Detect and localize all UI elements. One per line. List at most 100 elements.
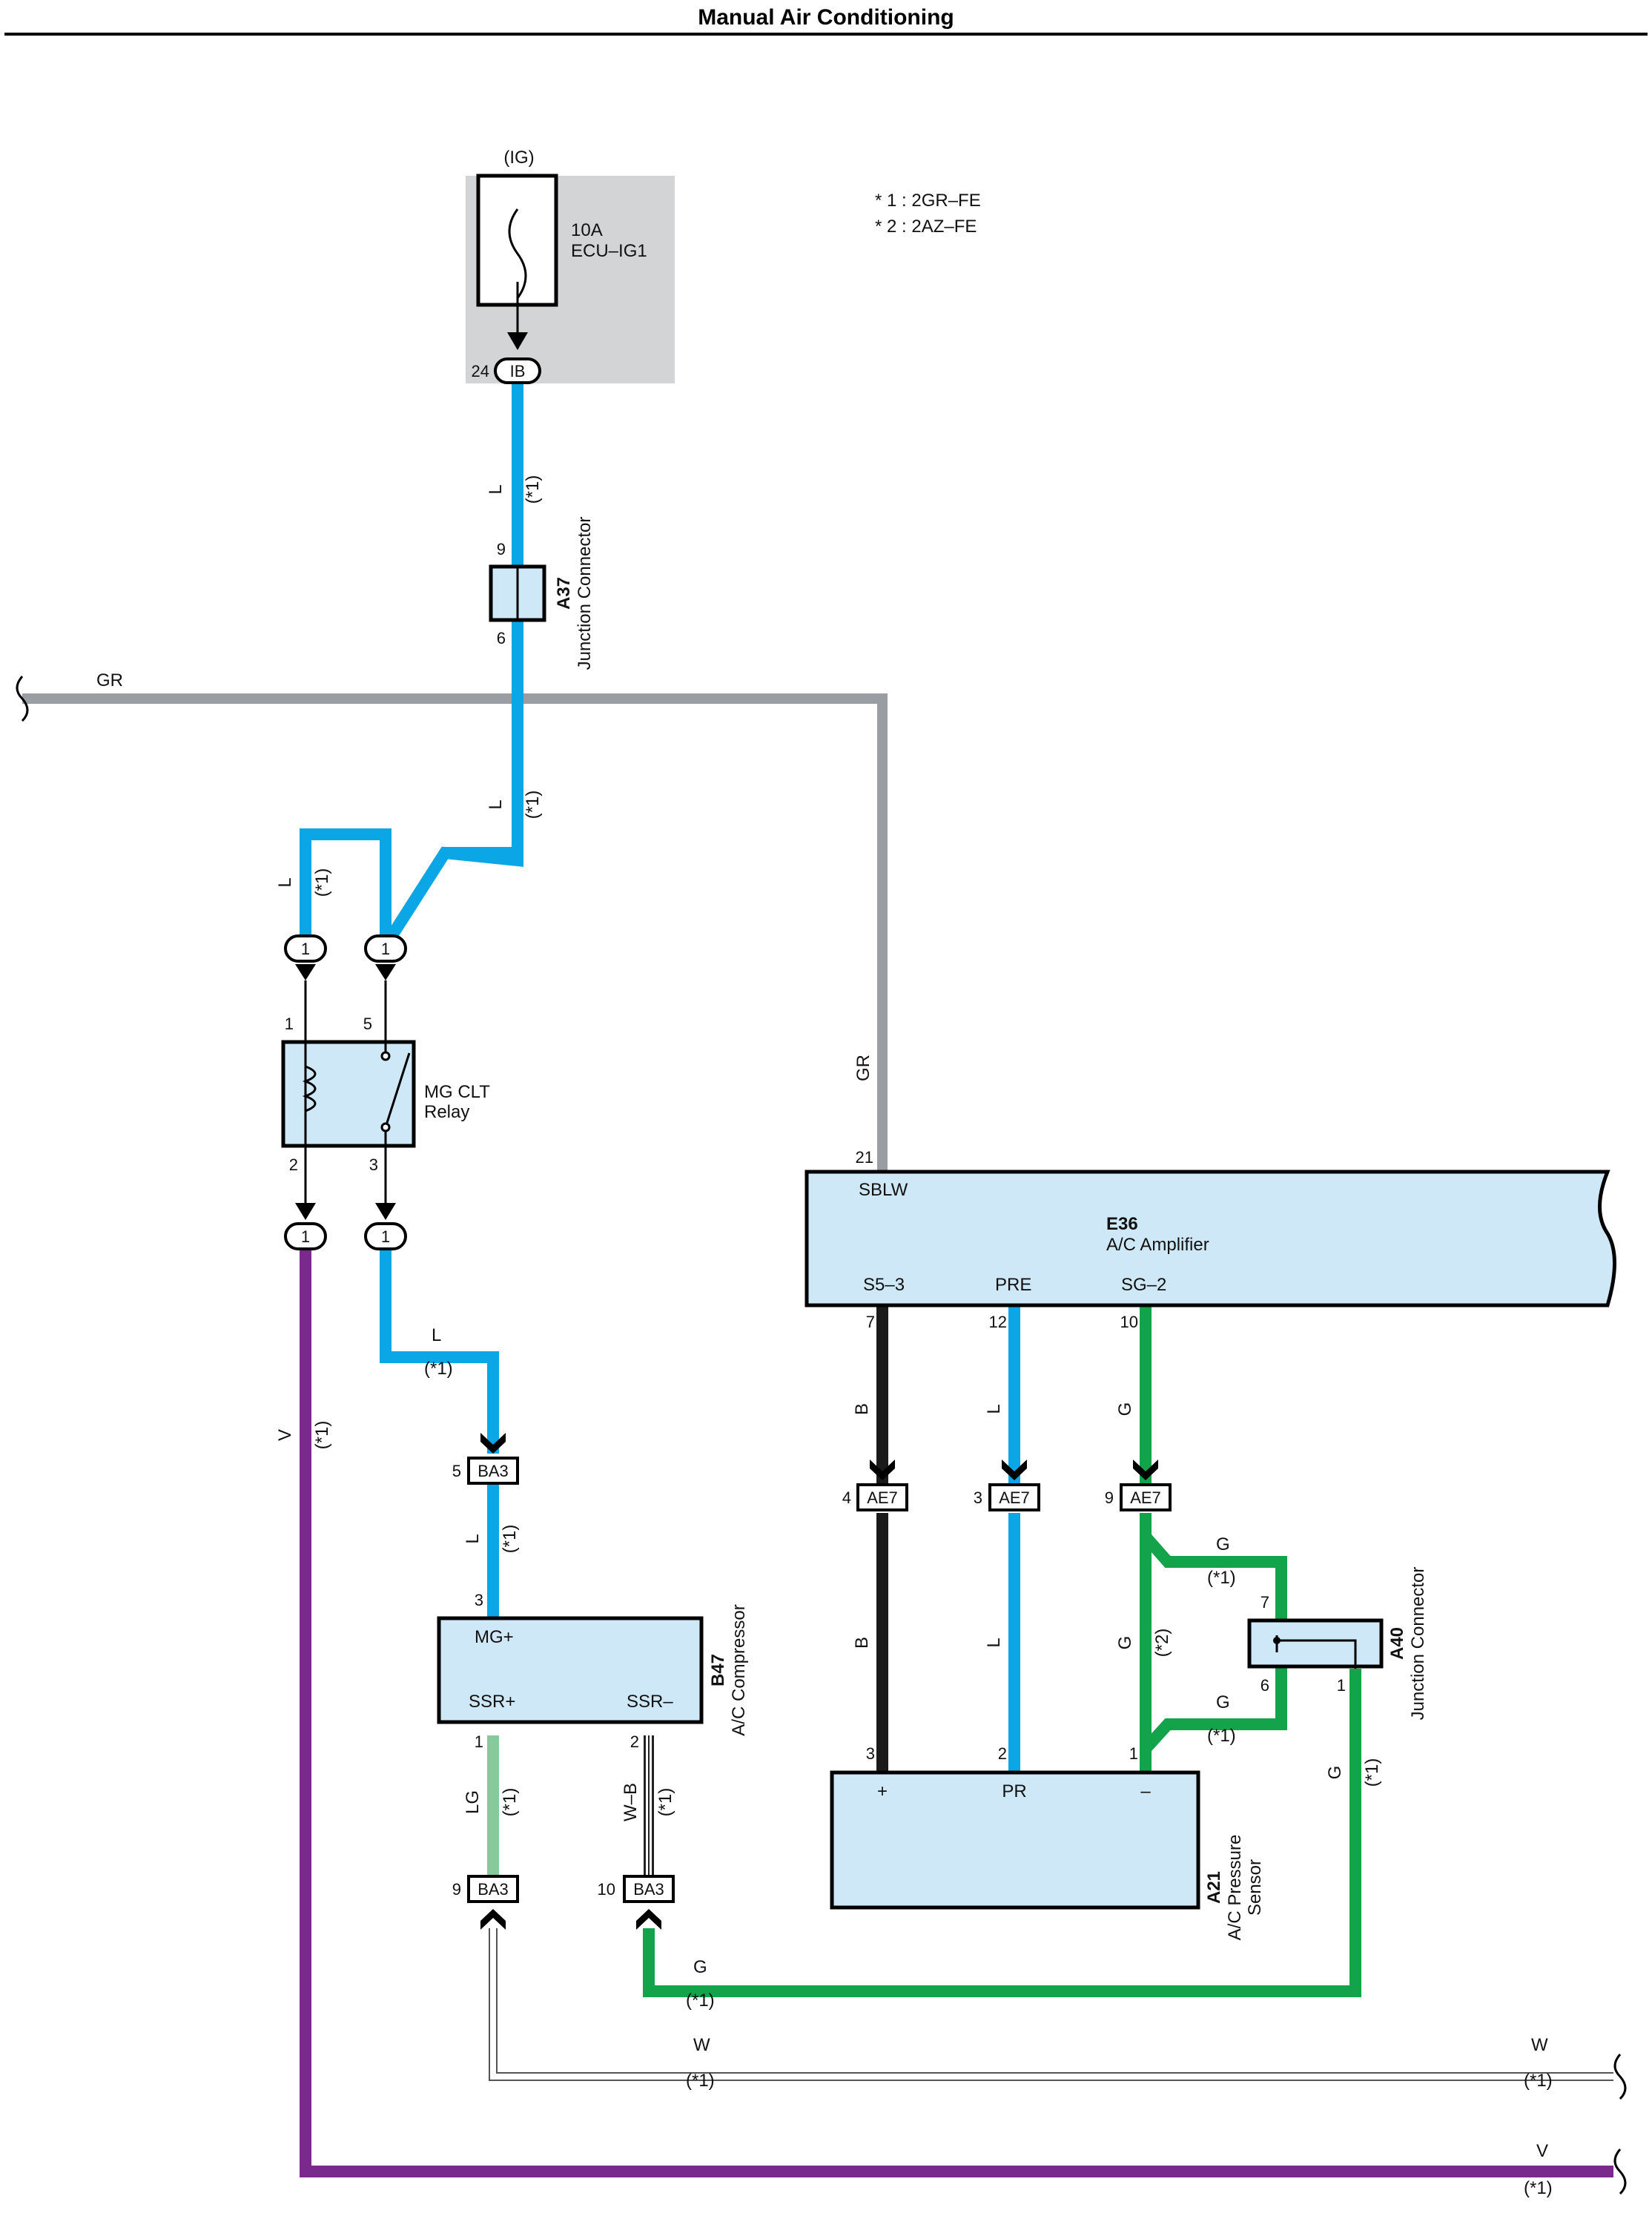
note-v-right: (*1) [1524,2178,1553,2198]
a40-pin6: 6 [1261,1676,1269,1695]
note-l-3: (*1) [312,868,332,897]
relay-coil-icon [302,1065,317,1112]
relay-box [281,1040,416,1148]
a40-junction-dot [1273,1637,1281,1644]
ba3-lg-box [467,1875,519,1903]
a21-pr: PR [1002,1781,1026,1801]
wire-g-return [643,1669,1361,1997]
ae7-b-arrow-icon [870,1460,895,1480]
b47-ssrp: SSR+ [469,1692,515,1712]
a40-pin7: 7 [1261,1593,1269,1612]
a21-name-2: Sensor [1245,1859,1265,1916]
ba3-top-label: BA3 [478,1462,509,1480]
relay-arrow-2-icon [375,964,396,980]
a40-id: A40 [1387,1627,1407,1660]
label-l-7: L [984,1638,1004,1647]
e36-sblw-pin: 21 [856,1148,873,1167]
label-g-4: G [1216,1692,1230,1712]
label-g-return: G [693,1957,707,1977]
wire-l-relay-pin1 [300,828,391,946]
ba3-wb-box [623,1875,675,1903]
ae7-l-arrow-icon [1002,1460,1027,1480]
relay-name-2: Relay [424,1102,469,1122]
note-g-5: (*1) [1362,1758,1382,1787]
wire-g-a40 [1141,1532,1287,1753]
ae7-l-label: AE7 [999,1488,1030,1507]
a21-plus: + [877,1781,888,1801]
a40-name: Junction Connector [1408,1567,1428,1721]
fuse-connector-label: IB [510,362,526,380]
b47-id: B47 [708,1654,728,1686]
label-l-6: L [984,1404,1004,1414]
a37-pin-bottom: 6 [497,629,506,647]
label-v-1: V [275,1429,295,1441]
label-g-3: G [1216,1534,1230,1554]
label-gr-2: GR [853,1055,873,1081]
ba3-lg-pin: 9 [452,1880,461,1899]
wire-v [300,1250,1613,2177]
relay-conn-2-top [364,934,407,963]
note-g-4: (*1) [1207,1726,1236,1746]
note-l-4: (*1) [424,1359,453,1379]
b47-mgp-pin: 3 [475,1591,483,1609]
ba3-wb-pin: 10 [598,1880,615,1899]
a21-name-1: A/C Pressure [1225,1835,1245,1941]
ae7-b-box [856,1483,908,1511]
relay-conn-1-top [284,934,327,963]
note-2: * 2 : 2AZ–FE [875,217,977,237]
fuse-connector [494,357,541,384]
wire-gr [22,693,888,1172]
fuse-rating: 10A [571,220,603,240]
e36-box [804,1170,1617,1307]
ba3-top-box [467,1457,519,1485]
e36-s53: S5–3 [863,1275,905,1295]
ae7-b-label: AE7 [867,1488,898,1507]
a21-pin-pr: 2 [998,1744,1007,1763]
relay-conn-2-bottom [364,1222,407,1250]
relay-conn-2-top-label: 1 [381,940,390,958]
a21-minus: – [1140,1781,1151,1801]
break-w [1613,2054,1627,2100]
label-g-2: G [1115,1636,1135,1650]
wire-l-main [380,382,523,949]
ba3-wb-arrow-icon [636,1909,661,1930]
label-v-right: V [1536,2141,1548,2161]
note-v-1: (*1) [312,1421,332,1450]
e36-sg2-pin: 10 [1120,1313,1138,1331]
note-1: * 1 : 2GR–FE [875,191,981,211]
e36-sg2: SG–2 [1121,1275,1166,1295]
label-l-3: L [275,877,295,887]
label-w-left: W [693,2035,710,2055]
fuse-pin: 24 [472,362,489,380]
note-l-2: (*1) [523,791,543,820]
label-b-2: B [852,1637,872,1649]
note-g-3: (*1) [1207,1568,1236,1588]
note-lg: (*1) [500,1788,520,1817]
a37-id: A37 [554,577,574,610]
relay-pin-5: 5 [363,1015,372,1033]
a40-pin1: 1 [1337,1676,1346,1695]
note-w-right: (*1) [1524,2071,1553,2091]
b47-mgp: MG+ [475,1627,514,1647]
wire-w-core [490,1928,1613,2080]
relay-conn-1-bottom-label: 1 [301,1227,310,1246]
a21-pin-minus: 1 [1129,1744,1138,1763]
note-g-2: (*2) [1152,1629,1172,1658]
ae7-l-pin: 3 [974,1488,982,1507]
ae7-g-pin: 9 [1105,1488,1114,1507]
relay-conn-2-bottom-label: 1 [381,1227,390,1246]
b47-ssrm: SSR– [627,1692,673,1712]
label-g-1: G [1115,1402,1135,1417]
a37-name: Junction Connector [575,517,595,670]
wire-l-relay-pin3 [380,1250,499,1454]
label-gr-1: GR [96,670,123,690]
note-l-5: (*1) [500,1525,520,1554]
relay-conn-1-top-label: 1 [301,940,310,958]
fuse-arrow-icon [507,332,528,350]
note-w-left: (*1) [686,2071,715,2091]
label-wb: W–B [621,1783,641,1821]
b47-ssrp-pin: 1 [475,1732,483,1751]
break-v [1613,2149,1627,2195]
a21-pin-plus: 3 [866,1744,875,1763]
